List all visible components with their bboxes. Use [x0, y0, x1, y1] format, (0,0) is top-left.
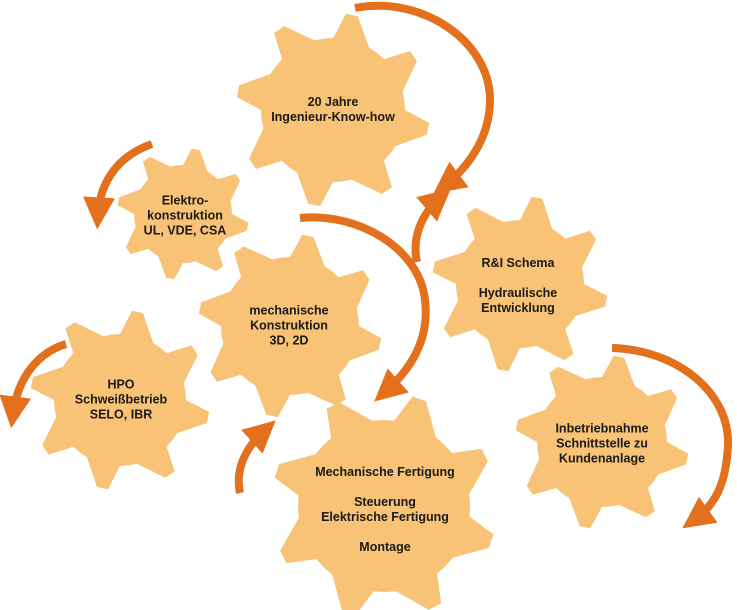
gear-mechanical-line-2: Konstruktion [250, 318, 328, 333]
gear-manufacturing-line-5 [315, 525, 455, 540]
gear-mechanical-label: mechanische Konstruktion 3D, 2D [249, 304, 328, 349]
gear-mechanical-line-3: 3D, 2D [269, 333, 309, 348]
gear-welding-label: HPO Schweißbetrieb SELO, IBR [75, 378, 167, 423]
gear-manufacturing-line-6: Montage [359, 540, 411, 554]
gear-engineering-line-1: 20 Jahre [307, 95, 359, 109]
gear-engineering-line-2: Ingenieur-Know-how [271, 110, 395, 124]
gear-welding-icon [30, 310, 210, 490]
arrow-commissioning-down [611, 344, 733, 529]
gear-commissioning-line-2: Schnittstelle zu [556, 436, 648, 451]
gear-engineering-label: 20 Jahre Ingenieur-Know-how [271, 95, 395, 125]
gear-mechanical-line-1: mechanische [249, 303, 329, 318]
gear-engineering-icon [236, 13, 430, 207]
gear-hydraulic-line-1: R&I Schema [481, 256, 555, 270]
gear-mechanical-icon [198, 234, 382, 418]
arrow-mechanical-down [299, 213, 430, 402]
gear-electrical-icon [117, 148, 249, 280]
gear-hydraulic-line-3: Hydraulische [478, 286, 558, 300]
gear-welding-line-3: SELO, IBR [89, 407, 153, 422]
gear-hydraulic-line-4: Entwicklung [481, 301, 555, 315]
gear-manufacturing-line-1: Mechanische Fertigung [315, 465, 455, 479]
arrow-welding-left [0, 340, 68, 429]
gear-hydraulic-label: R&I Schema Hydraulische Entwicklung [479, 256, 558, 316]
gear-welding-line-1: HPO [107, 377, 135, 392]
gear-electrical-line-3: UL, VDE, CSA [143, 223, 227, 238]
gear-electrical-label: Elektro- konstruktion UL, VDE, CSA [144, 194, 227, 239]
gear-commissioning-line-1: Inbetriebnahme [555, 421, 649, 436]
gear-manufacturing-label: Mechanische Fertigung Steuerung Elektris… [315, 465, 455, 555]
gear-manufacturing-line-4: Elektrische Fertigung [321, 510, 449, 524]
gear-hydraulic-line-2 [479, 271, 558, 286]
gear-commissioning-icon [515, 355, 689, 529]
gear-electrical-line-2: konstruktion [147, 208, 223, 223]
gear-commissioning-label: Inbetriebnahme Schnittstelle zu Kundenan… [555, 422, 648, 467]
gear-manufacturing-icon [274, 396, 494, 610]
arrow-hydraulic-up [411, 188, 451, 263]
gear-manufacturing-line-3: Steuerung [354, 495, 416, 509]
gear-welding-line-2: Schweißbetrieb [74, 392, 168, 407]
arrow-manufacturing-up [234, 420, 276, 494]
gear-commissioning-line-3: Kundenanlage [558, 451, 646, 466]
gear-electrical-line-1: Elektro- [161, 193, 209, 208]
gear-hydraulic-icon [432, 196, 608, 372]
arrow-electrical-left [83, 140, 154, 230]
arrow-top-loop [354, 1, 495, 194]
gear-manufacturing-line-2 [315, 480, 455, 495]
